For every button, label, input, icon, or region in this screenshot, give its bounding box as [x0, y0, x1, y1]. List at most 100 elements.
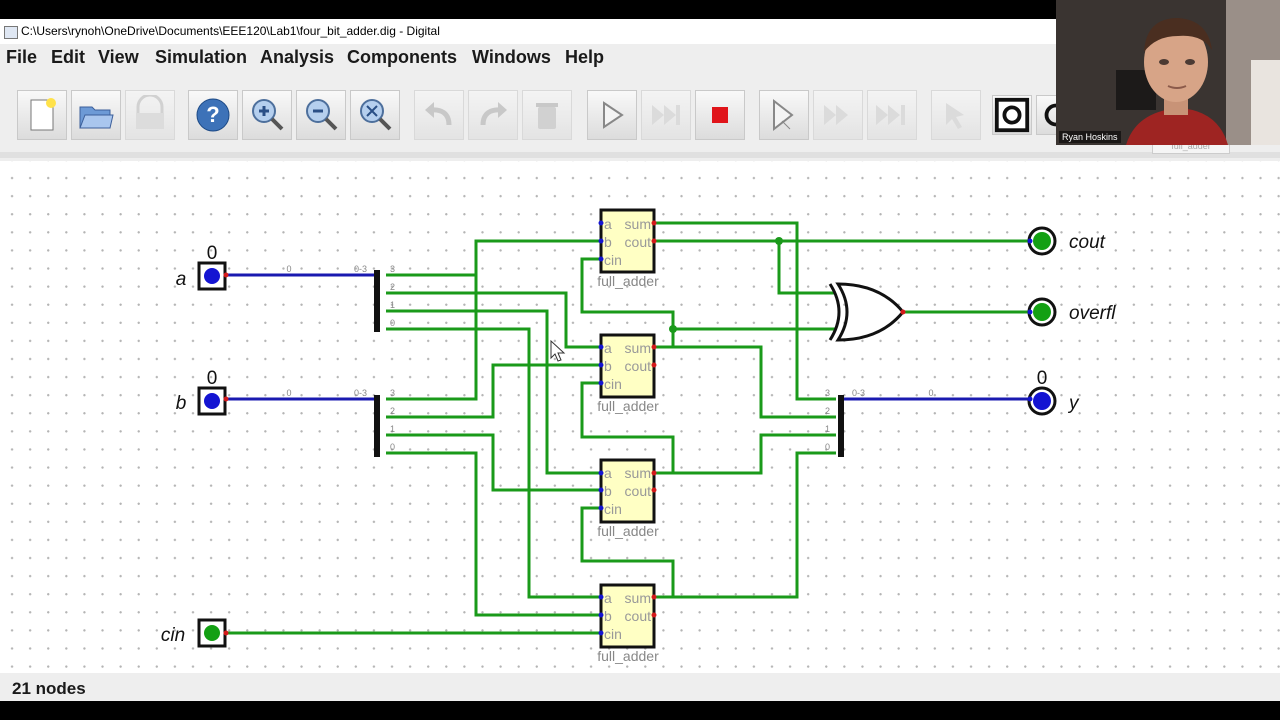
menu-file[interactable]: File — [6, 47, 38, 67]
start-simulation-button[interactable] — [587, 90, 637, 140]
output-y-label: y — [1067, 393, 1080, 414]
xor-gate[interactable] — [828, 282, 906, 342]
probe-button[interactable] — [992, 95, 1032, 135]
splitter-a[interactable]: 0-3 3 2 1 0 — [354, 264, 395, 332]
step-button[interactable] — [641, 90, 691, 140]
menu-windows[interactable]: Windows — [472, 47, 551, 67]
help-icon: ? — [196, 98, 230, 132]
undo-button[interactable] — [414, 90, 464, 140]
svg-text:?: ? — [206, 102, 219, 127]
open-icon — [79, 106, 114, 129]
input-b-value: 0 — [207, 368, 218, 389]
menu-edit[interactable]: Edit — [51, 47, 85, 67]
zoom-out-button[interactable] — [296, 90, 346, 140]
adder-label: full_adder — [597, 273, 659, 289]
circuit-canvas[interactable]: 0 0 0 0-3 3 2 1 0 0-3 3 2 1 0 — [0, 161, 1280, 673]
fast-step-button[interactable] — [813, 90, 863, 140]
wire-junction — [669, 325, 677, 333]
wire-sum2[interactable] — [654, 345, 836, 419]
input-a-value: 0 — [207, 243, 218, 264]
splitter-bit: 2 — [390, 282, 395, 292]
input-a-label: a — [176, 269, 187, 290]
menu-view[interactable]: View — [98, 47, 139, 67]
new-button[interactable] — [17, 90, 67, 140]
step-icon — [652, 105, 680, 125]
wire-junction — [775, 237, 783, 245]
splitter-bit: 1 — [390, 424, 395, 434]
status-bar: 21 nodes — [0, 675, 1280, 701]
adder-label: full_adder — [597, 523, 659, 539]
output-y-value: 0 — [1037, 368, 1048, 389]
adder-pin-cout: cout — [625, 234, 652, 250]
output-y[interactable] — [1027, 386, 1057, 416]
adder-pin-b: b — [604, 234, 612, 250]
full-adder-0[interactable]: a b cin sum cout full_adder — [597, 583, 659, 664]
wire-sum3[interactable] — [654, 221, 836, 401]
wire-a0[interactable] — [386, 327, 601, 599]
adder-pin-sum: sum — [625, 216, 651, 232]
wire-sum1[interactable] — [654, 433, 836, 475]
stop-simulation-button[interactable] — [695, 90, 745, 140]
splitter-bit: 3 — [825, 388, 830, 398]
splitter-b-range: 0-3 — [354, 388, 367, 398]
redo-button[interactable] — [468, 90, 518, 140]
full-adder-2[interactable]: a b cin sum cout full_adder — [597, 333, 659, 414]
run-to-break-button[interactable] — [867, 90, 917, 140]
wire-a2[interactable] — [386, 291, 601, 349]
splitter-bit: 3 — [390, 388, 395, 398]
full-adder-1[interactable]: a b cin sum cout full_adder — [597, 458, 659, 539]
adder-label: full_adder — [597, 398, 659, 414]
bus-a-value: 0 — [286, 264, 291, 274]
menu-components[interactable]: Components — [347, 47, 457, 67]
adder-pin-b: b — [604, 483, 612, 499]
save-icon — [136, 95, 164, 129]
bus-y-value: 0 — [928, 388, 933, 398]
probe2-button[interactable] — [1036, 95, 1056, 135]
wire-b1[interactable] — [386, 433, 601, 492]
analysis-button[interactable] — [931, 90, 981, 140]
input-b[interactable] — [197, 386, 229, 416]
delete-icon — [536, 103, 558, 129]
single-step-icon — [773, 98, 794, 132]
wire-b2[interactable] — [386, 363, 601, 419]
input-a[interactable] — [197, 261, 229, 291]
splitter-y[interactable]: 0-3 3 2 1 0 — [825, 388, 865, 457]
output-overflow-label: overfl — [1069, 303, 1116, 324]
zoom-fit-button[interactable] — [350, 90, 400, 140]
wire-b3[interactable] — [386, 241, 478, 401]
adder-pin-sum: sum — [625, 590, 651, 606]
splitter-bit: 2 — [825, 406, 830, 416]
output-overflow[interactable] — [1027, 297, 1057, 327]
single-step-button[interactable] — [759, 90, 809, 140]
splitter-bit: 3 — [390, 264, 395, 274]
bus-b-value: 0 — [286, 388, 291, 398]
analysis-icon — [946, 103, 964, 129]
menu-simulation[interactable]: Simulation — [155, 47, 248, 67]
circuit-diagram[interactable]: 0 0 0 0-3 3 2 1 0 0-3 3 2 1 0 — [0, 161, 1280, 673]
help-button[interactable]: ? — [188, 90, 238, 140]
wire-b0[interactable] — [386, 451, 601, 617]
zoom-in-button[interactable] — [242, 90, 292, 140]
save-button[interactable] — [125, 90, 175, 140]
stop-simulation-icon — [712, 107, 728, 123]
splitter-b[interactable]: 0-3 3 2 1 0 — [354, 388, 395, 457]
wire-a3[interactable] — [386, 239, 601, 277]
delete-button[interactable] — [522, 90, 572, 140]
wire-a1[interactable] — [386, 309, 601, 475]
splitter-y-range: 0-3 — [852, 388, 865, 398]
wire-cout-xor[interactable] — [777, 241, 836, 295]
zoom-fit-icon — [360, 99, 392, 131]
wire-sum0[interactable] — [654, 451, 836, 599]
open-button[interactable] — [71, 90, 121, 140]
app-icon — [4, 26, 18, 39]
menu-analysis[interactable]: Analysis — [260, 47, 335, 67]
undo-icon — [425, 102, 452, 126]
menu-help[interactable]: Help — [565, 47, 605, 67]
full-adder-3[interactable]: a b cin sum cout full_adder — [597, 208, 659, 289]
adder-pin-dots — [598, 220, 657, 636]
toolbar-separator — [0, 152, 1280, 158]
output-cout[interactable] — [1027, 226, 1057, 256]
input-cin[interactable] — [197, 618, 229, 648]
window-title: C:\Users\rynoh\OneDrive\Documents\EEE120… — [21, 24, 440, 38]
adder-pin-a: a — [604, 590, 612, 606]
